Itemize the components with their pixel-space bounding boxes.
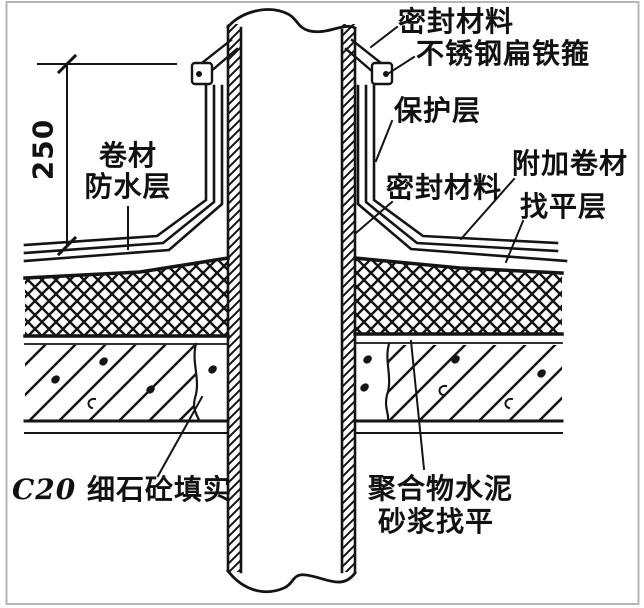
roof-layers-right: [356, 84, 568, 263]
insulation-left: [23, 255, 231, 345]
insulation-right: [353, 256, 564, 344]
pipe: [226, 8, 357, 593]
clamp-left: [190, 61, 214, 86]
leader-seal-top: [369, 25, 399, 49]
label-seal-mid: 密封材料: [386, 171, 503, 204]
leader-c20: [156, 395, 204, 478]
label-dimension-250: 250: [26, 118, 60, 181]
leader-additional-membrane: [459, 177, 516, 241]
leader-lines: [127, 25, 525, 478]
leader-steel-hoop: [384, 55, 416, 77]
pipe-break-line-bottom: [226, 569, 357, 593]
leader-protective-layer: [374, 119, 394, 163]
c20-fill-zone: [208, 355, 372, 392]
leader-seal-mid: [354, 200, 394, 235]
label-additional-membrane: 附加卷材: [512, 147, 629, 180]
sealant-lip-right: [344, 38, 383, 74]
sealant-lip-left: [200, 38, 239, 74]
label-steel-hoop: 不锈钢扁铁箍: [416, 37, 591, 70]
slab-right: [353, 342, 564, 434]
leader-leveling-layer: [504, 219, 525, 264]
dimension-250-lines: [37, 53, 177, 257]
slab-left: [23, 342, 230, 434]
label-membrane-waterproof: 卷材 防水层: [84, 139, 172, 203]
label-seal-top: 密封材料: [398, 5, 515, 38]
roof-layers-left: [23, 84, 224, 263]
pipe-break-line-top: [226, 8, 357, 34]
leader-polymer: [409, 339, 426, 471]
label-leveling-layer: 找平层: [520, 190, 608, 223]
label-c20-fill: C20 细石砼填实: [12, 473, 233, 506]
label-polymer-mortar: 聚合物水泥 砂浆找平: [368, 472, 514, 538]
label-protective-layer: 保护层: [394, 94, 482, 127]
frame: [5, 1, 640, 605]
